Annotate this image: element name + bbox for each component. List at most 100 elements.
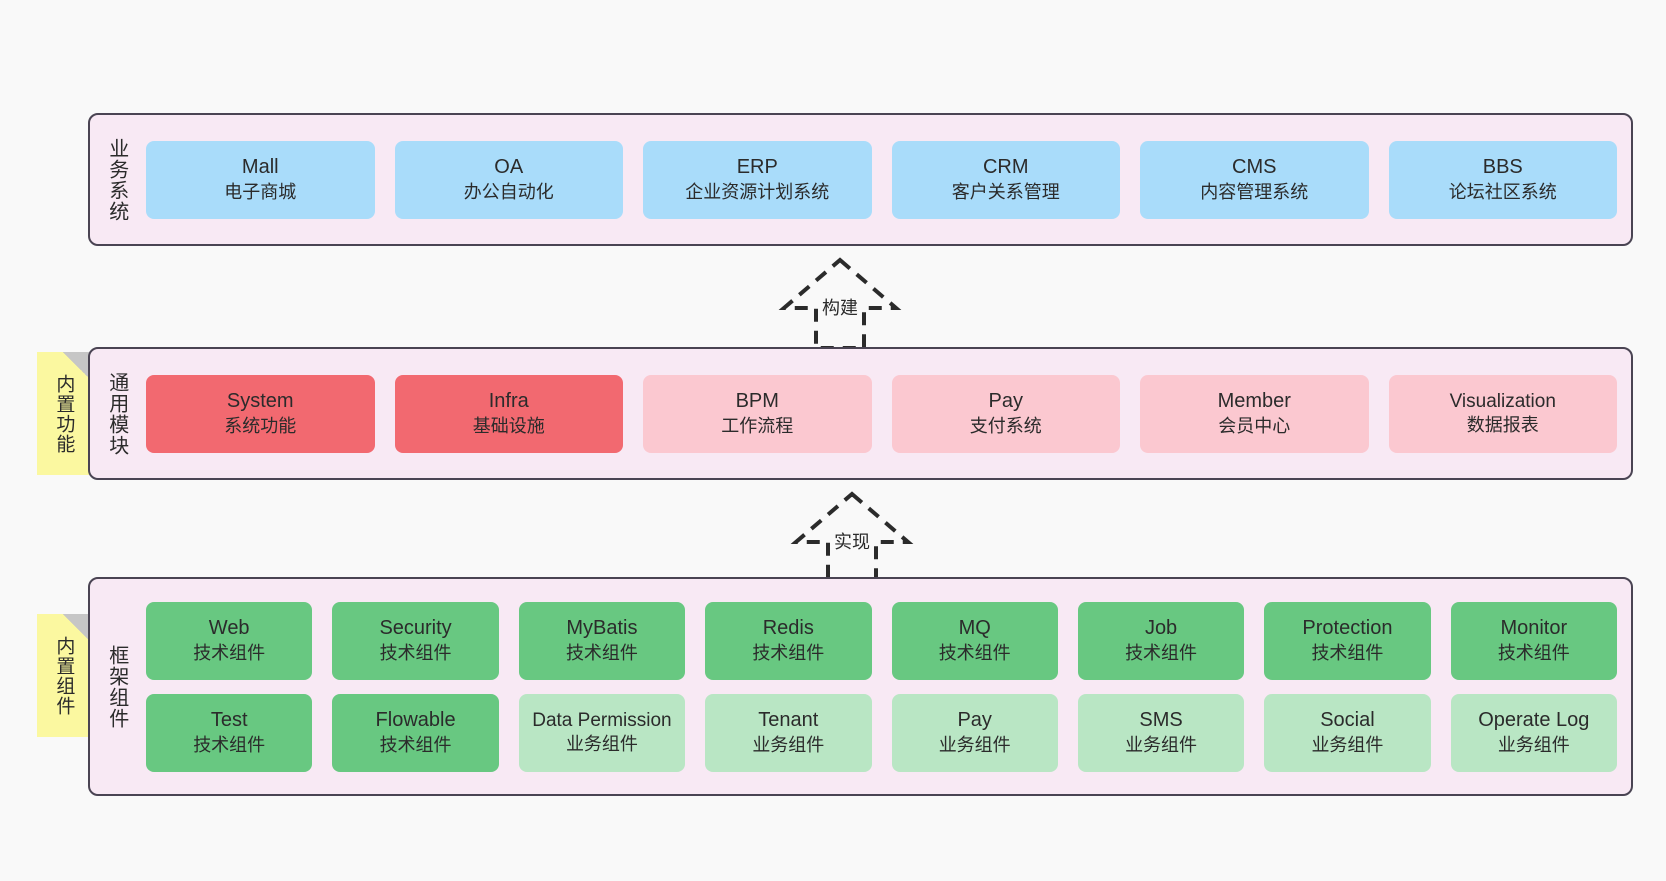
card-name: MQ	[958, 617, 991, 640]
card-name: Visualization	[1449, 390, 1556, 412]
card-name: Job	[1144, 617, 1178, 640]
note-builtin-features: 内置功能	[37, 352, 89, 475]
note-builtin-components-label: 内置组件	[53, 635, 75, 716]
card-desc: 业务组件	[1497, 734, 1570, 755]
card-name: Monitor	[1500, 617, 1568, 640]
note-fold-corner-icon	[63, 614, 89, 640]
note-builtin-components: 内置组件	[37, 614, 89, 737]
card-name: Test	[210, 709, 248, 732]
card-desc: 业务组件	[938, 734, 1011, 755]
card-name: Security	[379, 617, 452, 640]
layer-business-systems-title: 业务系统	[105, 137, 128, 222]
card-desc: 技术组件	[1311, 642, 1384, 663]
card-name: Web	[208, 617, 250, 640]
card-desc: 电子商城	[224, 181, 297, 202]
card-desc: 系统功能	[224, 415, 297, 436]
card-desc: 内容管理系统	[1200, 181, 1309, 202]
card-name: Member	[1217, 390, 1291, 413]
card-name: Infra	[488, 390, 529, 413]
framework-card-data-permission[interactable]: Data Permission 业务组件	[518, 693, 686, 772]
card-desc: 论坛社区系统	[1448, 181, 1557, 202]
card-name: BPM	[735, 390, 779, 413]
card-desc: 支付系统	[969, 415, 1042, 436]
note-builtin-features-label: 内置功能	[53, 373, 75, 454]
card-desc: 业务组件	[1125, 734, 1198, 755]
card-name: Social	[1320, 709, 1375, 732]
card-desc: 会员中心	[1218, 415, 1291, 436]
card-name: Pay	[957, 709, 992, 732]
card-desc: 业务组件	[752, 734, 825, 755]
layer-common-modules-title: 通用模块	[105, 371, 128, 456]
card-name: BBS	[1482, 156, 1523, 179]
uml-arrow-build: 构建	[760, 256, 920, 352]
card-desc: 企业资源计划系统	[685, 181, 830, 202]
card-name: Data Permission	[532, 709, 672, 731]
card-desc: 基础设施	[472, 415, 545, 436]
card-name: Protection	[1302, 617, 1393, 640]
card-name: SMS	[1139, 709, 1183, 732]
module-card-visualization[interactable]: Visualization 数据报表	[1388, 374, 1617, 453]
card-name: CMS	[1232, 156, 1277, 179]
card-desc: 业务组件	[1311, 734, 1384, 755]
card-desc: 客户关系管理	[951, 181, 1060, 202]
card-desc: 业务组件	[565, 734, 638, 755]
card-name: Flowable	[375, 709, 456, 732]
card-desc: 数据报表	[1466, 415, 1539, 436]
card-name: Tenant	[758, 709, 819, 732]
card-desc: 技术组件	[565, 642, 638, 663]
card-desc: 技术组件	[1125, 642, 1198, 663]
card-desc: 技术组件	[193, 642, 266, 663]
card-name: OA	[494, 156, 524, 179]
uml-arrow-build-label: 构建	[818, 294, 862, 320]
card-desc: 工作流程	[721, 415, 794, 436]
card-name: System	[226, 390, 294, 413]
card-name: ERP	[736, 156, 778, 179]
card-name: MyBatis	[566, 617, 638, 640]
uml-arrow-implement-label: 实现	[830, 528, 874, 554]
card-name: Mall	[241, 156, 279, 179]
card-desc: 技术组件	[193, 734, 266, 755]
card-desc: 技术组件	[379, 642, 452, 663]
card-name: Pay	[988, 390, 1023, 413]
card-desc: 技术组件	[938, 642, 1011, 663]
card-desc: 技术组件	[1497, 642, 1570, 663]
card-desc: 技术组件	[379, 734, 452, 755]
uml-arrow-implement: 实现	[772, 490, 932, 586]
layer-framework-components-title: 框架组件	[105, 644, 128, 729]
